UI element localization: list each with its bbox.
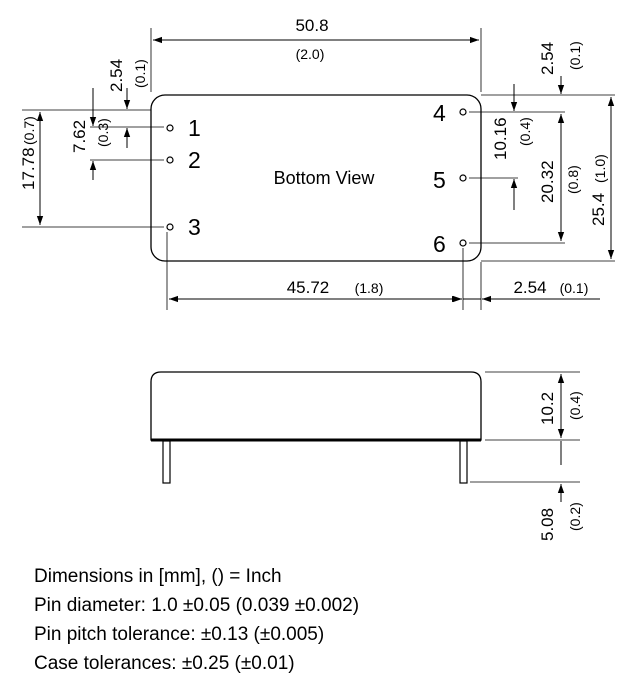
case-outline-side xyxy=(150,371,482,441)
note-dimensions-unit: Dimensions in [mm], () = Inch xyxy=(34,566,282,587)
dim-left-offset-mm: 2.54 xyxy=(107,59,126,92)
pin-6 xyxy=(459,239,467,247)
pin-4 xyxy=(459,108,467,116)
pin-label-3: 3 xyxy=(188,214,201,240)
dim-pin-edge-mm: 2.54 xyxy=(513,278,546,297)
pin-5 xyxy=(459,174,467,182)
pin-1 xyxy=(166,124,174,132)
pin-3 xyxy=(166,223,174,231)
notes: Dimensions in [mm], () = Inch Pin diamet… xyxy=(34,562,359,678)
dim-pin-span-in: (1.8) xyxy=(355,280,384,296)
dim-pin-span-mm: 45.72 xyxy=(287,278,330,297)
dim-side-height-in: (0.4) xyxy=(567,391,583,420)
note-pin-pitch-tolerance: Pin pitch tolerance: ±0.13 (±0.005) xyxy=(34,624,325,645)
dim-right-pitch-mm: 10.16 xyxy=(491,117,510,160)
dim-right-offset-mm: 2.54 xyxy=(538,42,557,75)
dim-left-offset-in: (0.1) xyxy=(132,59,148,88)
dim-height-in: (1.0) xyxy=(592,154,608,183)
mechanical-drawing: Bottom View 1 2 3 4 5 6 xyxy=(19,16,615,541)
pin-label-4: 4 xyxy=(433,100,446,126)
dim-pin-length-in: (0.2) xyxy=(567,502,583,531)
dim-right-span-mm: 20.32 xyxy=(538,160,557,203)
dim-right-pitch-in: (0.4) xyxy=(517,117,533,146)
note-case-tolerances: Case tolerances: ±0.25 (±0.01) xyxy=(34,653,295,674)
dim-pin-length-mm: 5.08 xyxy=(538,508,557,541)
dim-height-mm: 25.4 xyxy=(589,193,608,226)
dim-width-in: (2.0) xyxy=(296,46,325,62)
pin-label-2: 2 xyxy=(188,147,201,173)
dim-side-height-mm: 10.2 xyxy=(538,392,557,425)
note-pin-diameter: Pin diameter: 1.0 ±0.05 (0.039 ±0.002) xyxy=(34,595,360,616)
pin-label-5: 5 xyxy=(433,167,446,193)
dim-left-span-mm: 17.78 xyxy=(19,147,38,190)
dim-left-pitch-in: (0.3) xyxy=(95,118,111,147)
side-pin-left xyxy=(162,440,171,484)
dim-pin-edge-in: (0.1) xyxy=(560,280,589,296)
dim-right-span-in: (0.8) xyxy=(565,165,581,194)
pin-2 xyxy=(166,156,174,164)
pin-label-6: 6 xyxy=(433,231,446,257)
dim-right-offset-in: (0.1) xyxy=(567,41,583,70)
dim-left-span-in: (0.7) xyxy=(21,116,37,145)
dim-left-pitch-mm: 7.62 xyxy=(70,120,89,153)
pin-label-1: 1 xyxy=(188,115,201,141)
dim-width-mm: 50.8 xyxy=(295,16,328,35)
side-pin-right xyxy=(459,440,468,484)
bottom-view-label: Bottom View xyxy=(274,168,376,188)
